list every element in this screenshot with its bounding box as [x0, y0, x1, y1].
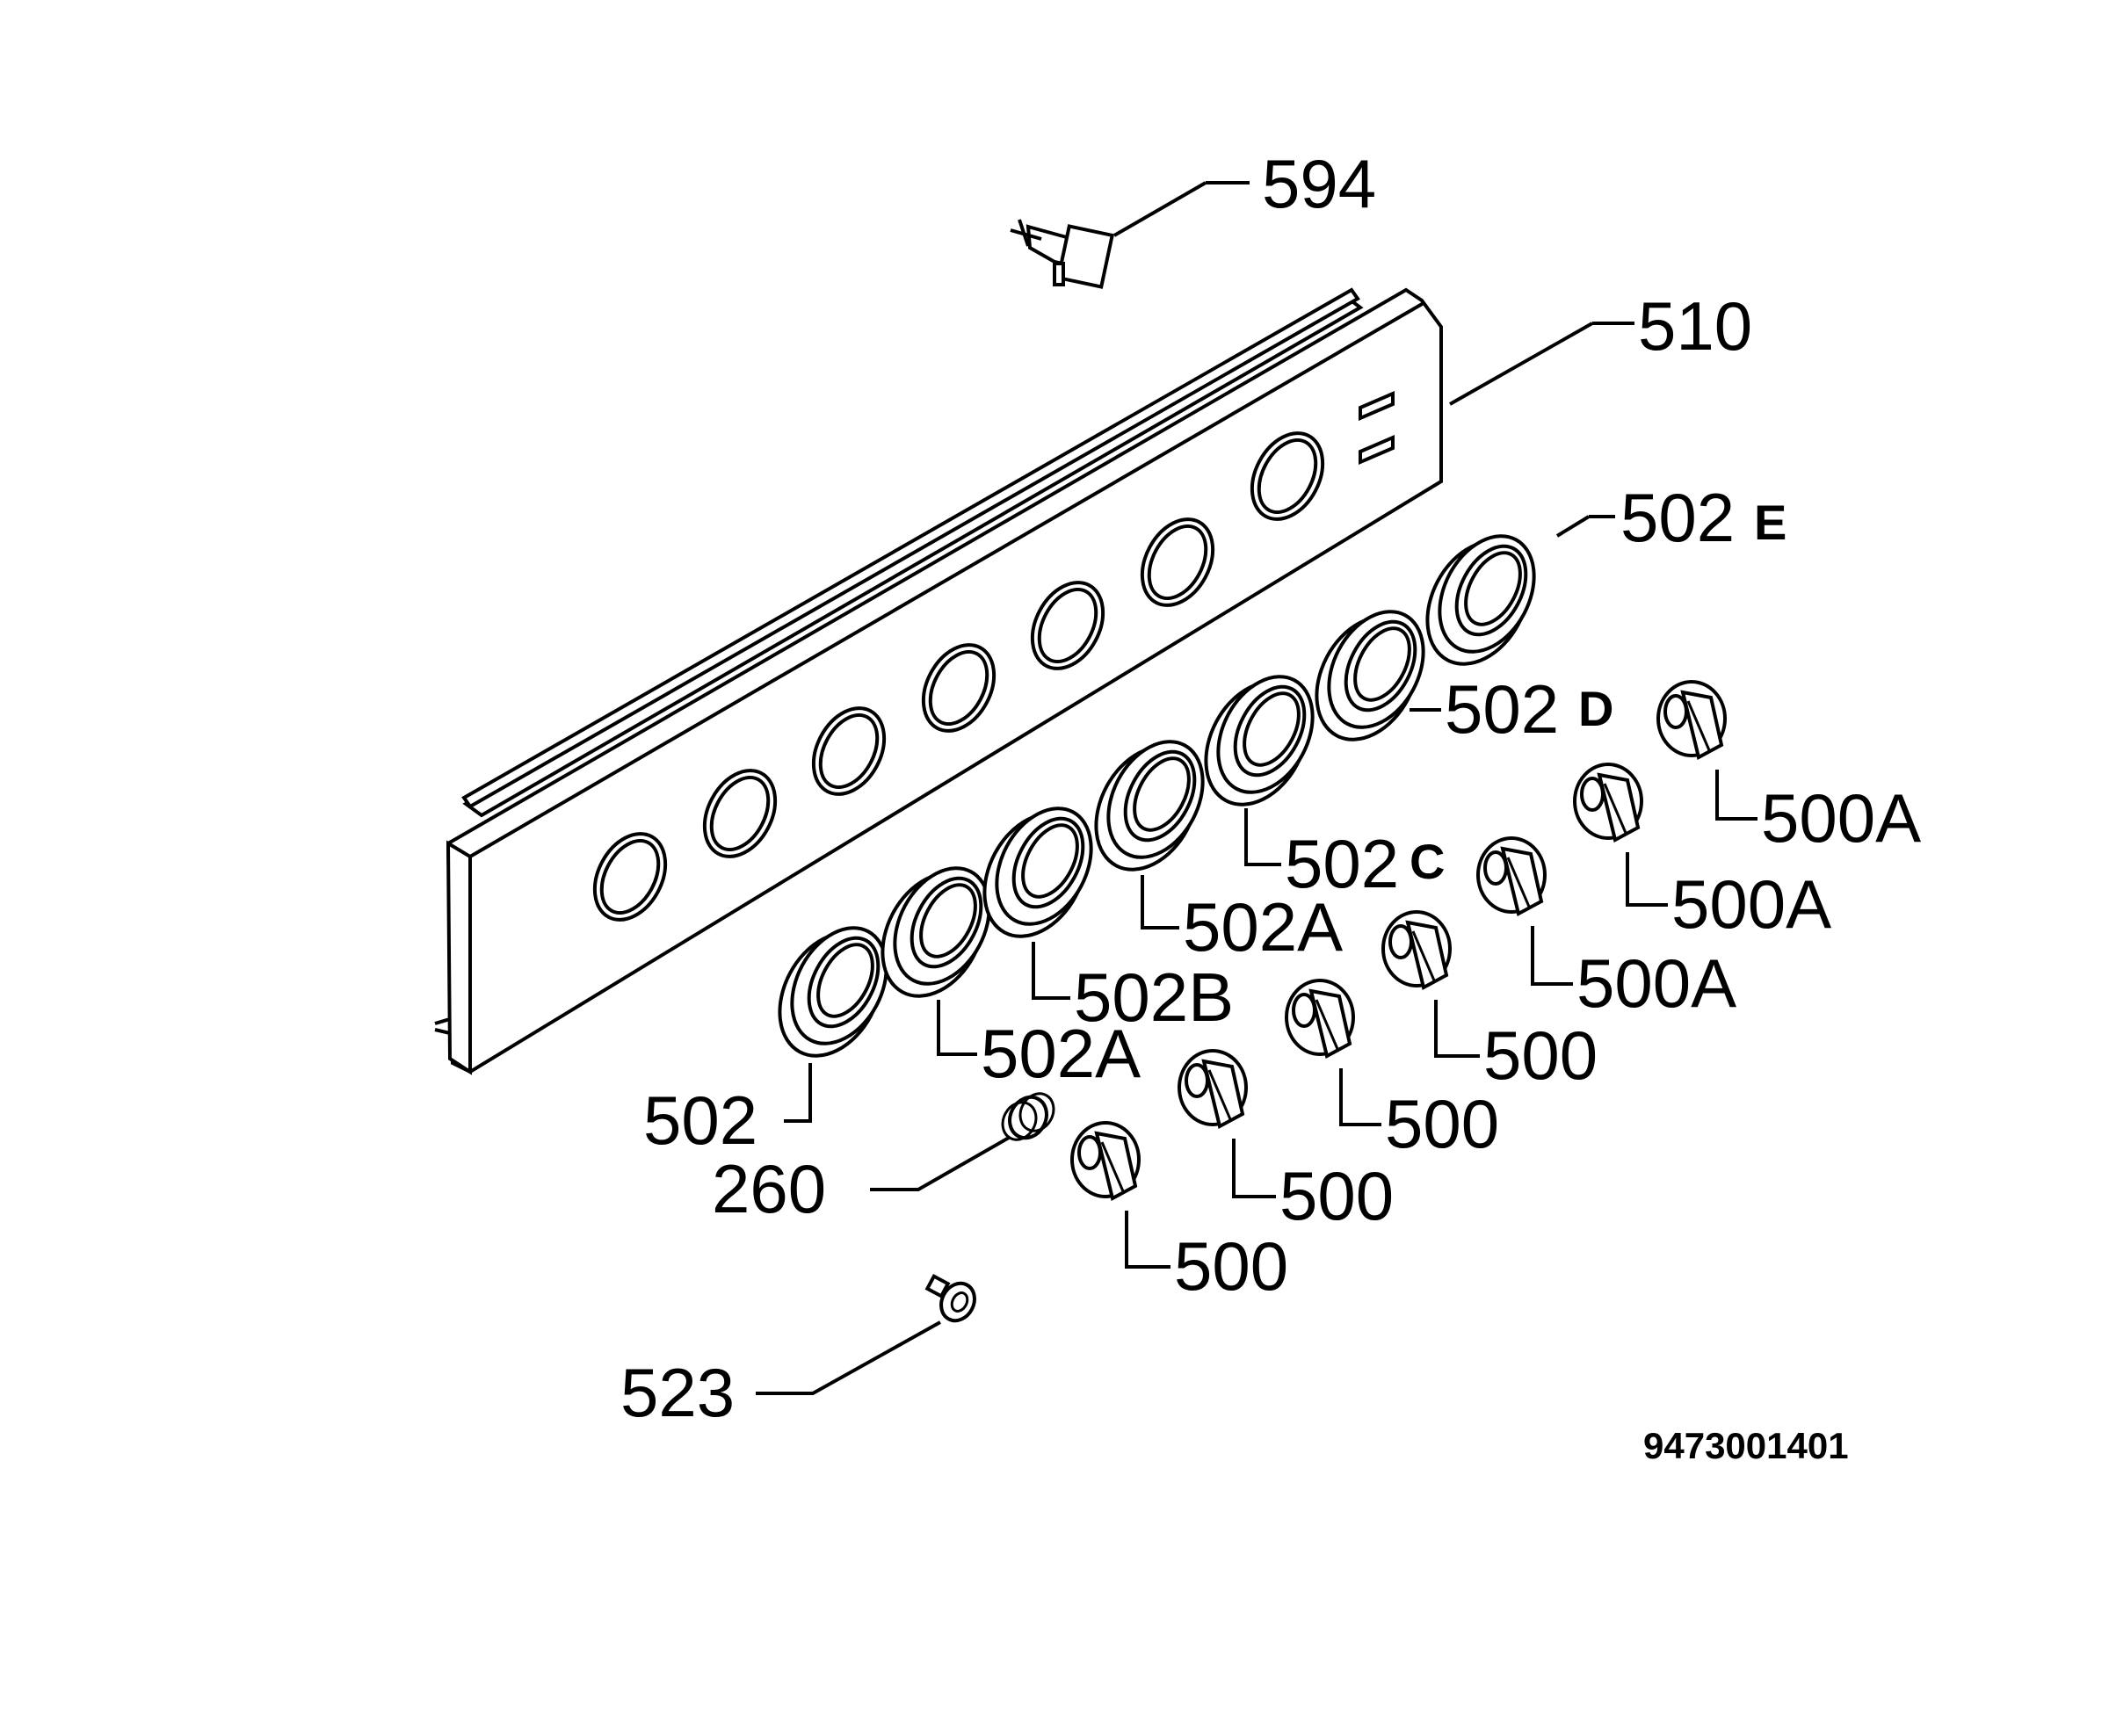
label-502c: 502	[1285, 825, 1399, 902]
knob-500-1	[1070, 1121, 1141, 1201]
knob-500a-1	[1476, 836, 1547, 916]
diagram-code: 9473001401	[1643, 1425, 1849, 1466]
label-500-1: 500	[1483, 1016, 1598, 1094]
label-502d: 502	[1445, 670, 1559, 748]
label-260: 260	[712, 1150, 826, 1227]
bezel-502a-upper	[1094, 740, 1205, 872]
bezel-502e	[1425, 534, 1536, 666]
label-500-2: 500	[1385, 1085, 1499, 1162]
part-510-control-panel	[434, 287, 1634, 1075]
knob-500a-2	[1573, 763, 1643, 843]
knob-500a-3	[1656, 680, 1727, 760]
knob-500-2	[1178, 1049, 1248, 1129]
label-500a-2: 500A	[1671, 865, 1831, 943]
bezel-502a-lower	[881, 866, 991, 998]
part-260-spring	[870, 1092, 1055, 1191]
label-523: 523	[620, 1354, 735, 1431]
part-523-screw	[756, 1274, 976, 1395]
bezel-502c	[1204, 675, 1315, 807]
label-510: 510	[1638, 287, 1752, 365]
label-594: 594	[1262, 145, 1376, 222]
part-594-switch	[1010, 181, 1250, 289]
label-502a-lower: 502A	[981, 1015, 1141, 1092]
panel-indicator-slots	[1359, 390, 1395, 466]
label-502c-suffix: C	[1410, 834, 1445, 889]
bezel-502b	[982, 807, 1093, 938]
knob-500-4	[1381, 910, 1452, 990]
label-502b: 502B	[1074, 958, 1234, 1036]
part-502-bezels	[778, 515, 1615, 1123]
bezel-502d	[1315, 610, 1425, 741]
label-502: 502	[643, 1081, 757, 1159]
label-502d-suffix: D	[1578, 681, 1613, 736]
label-500a-1: 500A	[1761, 779, 1921, 857]
label-502e: 502	[1620, 479, 1735, 556]
part-500-knobs	[1070, 680, 1758, 1269]
knob-500-3	[1285, 979, 1355, 1059]
label-502e-suffix: E	[1754, 495, 1786, 550]
panel-knob-holes	[592, 431, 1325, 922]
label-502a-upper: 502A	[1183, 888, 1343, 966]
label-500-3: 500	[1279, 1157, 1394, 1234]
label-500a-3: 500A	[1576, 944, 1736, 1022]
bezel-502	[778, 926, 888, 1058]
part-labels: 594 510 502 E 502 D 502 C 502A 502B 502A…	[620, 145, 1921, 1466]
label-500-4: 500	[1174, 1227, 1288, 1305]
